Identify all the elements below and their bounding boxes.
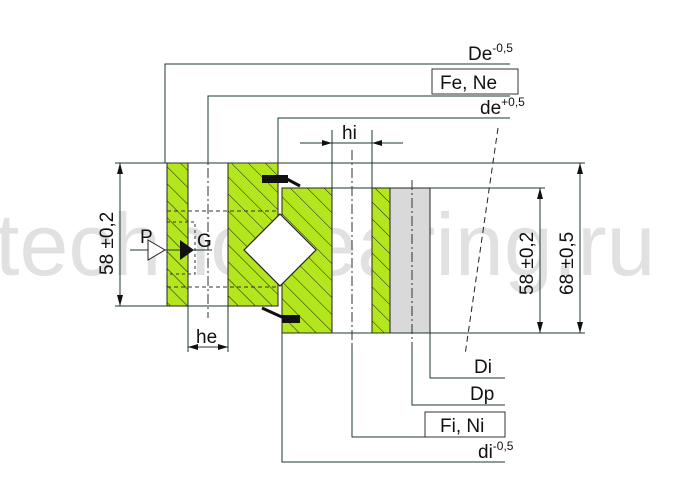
p-arrow-icon	[147, 239, 166, 261]
seals	[261, 175, 301, 323]
label-he: he	[196, 327, 217, 348]
label-di: di-0,5	[478, 439, 514, 463]
label-de: de+0,5	[480, 95, 525, 119]
label-height-total: 68 ±0,5	[557, 232, 578, 295]
roller	[243, 213, 317, 287]
label-hi: hi	[342, 123, 357, 144]
label-fe-ne: Fe, Ne	[440, 73, 497, 94]
label-Dp: Dp	[470, 384, 494, 405]
fi-ni-box	[424, 411, 506, 438]
g-arrow-icon	[180, 240, 194, 260]
label-height-right: 58 ±0,2	[517, 232, 538, 295]
label-fi-ni: Fi, Ni	[440, 416, 484, 437]
label-P: P	[140, 227, 153, 248]
label-Di: Di	[474, 357, 492, 378]
fe-ne-box	[431, 68, 519, 95]
label-G: G	[197, 231, 212, 252]
label-De: De-0,5	[468, 41, 513, 65]
inner-ring	[281, 150, 431, 345]
label-height-left: 58 ±0,2	[97, 212, 118, 275]
